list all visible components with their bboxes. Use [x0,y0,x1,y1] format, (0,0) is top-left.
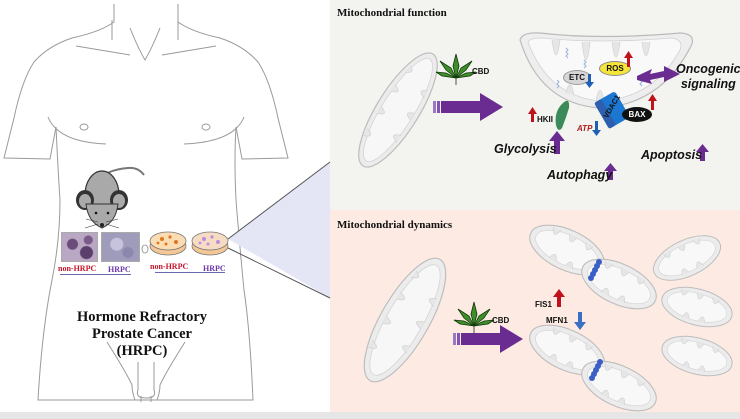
tissue-histology-hrpc [101,232,140,262]
petri-dish-non-hrpc [149,231,187,256]
fissioning-mitochondria-top-icon [521,214,665,320]
bottom-divider [0,412,740,419]
cbd-label-top: CBD [472,67,490,76]
atp-down-arrow-icon [592,121,601,136]
apoptosis-label: Apoptosis [641,148,703,162]
autophagy-label: Autophagy [547,168,613,182]
etc-label: ETC [563,70,591,85]
bax-up-arrow-icon [648,94,657,110]
oncogenic-line-1: Oncogenic [676,62,740,76]
oncogenic-signaling-label: Oncogenic signaling [676,62,740,92]
cannabis-leaf-bottom-icon [453,301,495,333]
glycolysis-up-arrow-icon [549,131,565,154]
fissioning-mitochondria-bottom-icon [521,314,665,419]
tissue-underline [60,274,131,275]
fis1-up-arrow-icon [553,289,565,307]
hrpc-title: Hormone Refractory Prostate Cancer (HRPC… [42,309,242,360]
tissue-label-non-hrpc: non-HRPC [58,264,97,273]
tissue-label-hrpc: HRPC [108,265,131,274]
dish-underline [155,272,225,273]
mitochondrial-dynamics-title: Mitochondrial dynamics [337,219,453,231]
bax-text: BAX [628,110,646,119]
hrpc-title-line-2: Prostate Cancer [92,326,192,342]
fragmented-mitochondrion-2-icon [657,279,737,335]
oncogenic-lightning-arrow-icon [637,66,680,84]
hrpc-title-line-1: Hormone Refractory [76,309,208,325]
etc-down-arrow-icon [585,74,594,88]
hkii-label: HKII [537,115,553,124]
etc-text: ETC [569,73,585,82]
oncogenic-line-2: signaling [680,77,736,91]
apoptosis-up-arrow-icon [696,144,709,161]
atp-label: ATP [577,124,593,133]
dish-label-hrpc: HRPC [203,264,226,273]
bax-label: BAX [622,107,652,122]
mfn1-label: MFN1 [546,316,568,325]
cbd-arrow-bottom [453,325,523,353]
mitochondrial-function-title: Mitochondrial function [337,7,447,19]
fragmented-mitochondrion-3-icon [657,328,737,384]
tissue-histology-non-hrpc [61,232,98,262]
fragmented-mitochondrion-1-icon [646,225,728,291]
glycolysis-label: Glycolysis [494,142,557,156]
dish-label-non-hrpc: non-HRPC [150,262,189,271]
cbd-label-bottom: CBD [492,316,510,325]
mitochondrion-elongated-bottom-icon [363,257,447,383]
petri-dish-hrpc [191,231,229,256]
fis1-label: FIS1 [535,300,552,309]
ros-up-arrow-icon [624,51,633,67]
mfn1-down-arrow-icon [574,312,586,330]
autophagy-up-arrow-icon [604,163,617,180]
ros-text: ROS [606,64,624,73]
ros-label: ROS [599,61,631,76]
hkii-up-arrow-icon [528,107,537,122]
hrpc-title-line-3: (HRPC) [116,343,168,359]
